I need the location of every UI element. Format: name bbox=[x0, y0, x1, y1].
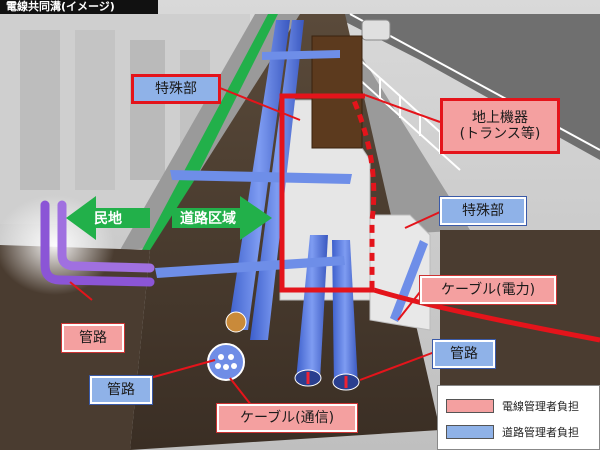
legend-swatch-pink bbox=[446, 399, 494, 413]
legend: 電線管理者負担 道路管理者負担 bbox=[437, 385, 600, 450]
leader-lines bbox=[69, 87, 441, 411]
legend-swatch-blue bbox=[446, 425, 494, 439]
legend-item: 電線管理者負担 bbox=[446, 398, 579, 414]
label-special-section-top: 特殊部 bbox=[131, 74, 221, 104]
special-section-outline bbox=[279, 93, 600, 343]
label-pipe-left-blue: 管路 bbox=[90, 376, 152, 404]
label-cable-comm: ケーブル(通信) bbox=[217, 404, 357, 432]
legend-label: 電線管理者負担 bbox=[502, 400, 579, 413]
label-ground-equipment: 地上機器 (トランス等) bbox=[440, 98, 560, 154]
purple-pipes bbox=[40, 200, 155, 287]
green-strip bbox=[142, 14, 278, 250]
arrow-label-private-land: 民地 bbox=[94, 211, 122, 227]
label-pipe-right-blue: 管路 bbox=[433, 340, 495, 368]
diagram-title: 電線共同溝(イメージ) bbox=[0, 0, 158, 14]
label-cable-power: ケーブル(電力) bbox=[420, 276, 556, 304]
label-special-section-right: 特殊部 bbox=[440, 197, 526, 225]
car bbox=[361, 19, 391, 41]
arrow-road-area bbox=[172, 196, 272, 240]
arrow-label-road-area: 道路区域 bbox=[180, 211, 236, 227]
road-surface bbox=[330, 14, 600, 160]
legend-label: 道路管理者負担 bbox=[502, 426, 579, 439]
arrow-private-land bbox=[66, 196, 150, 240]
legend-item: 道路管理者負担 bbox=[446, 424, 579, 440]
label-pipe-left-pink: 管路 bbox=[62, 324, 124, 352]
pipes bbox=[155, 20, 428, 391]
